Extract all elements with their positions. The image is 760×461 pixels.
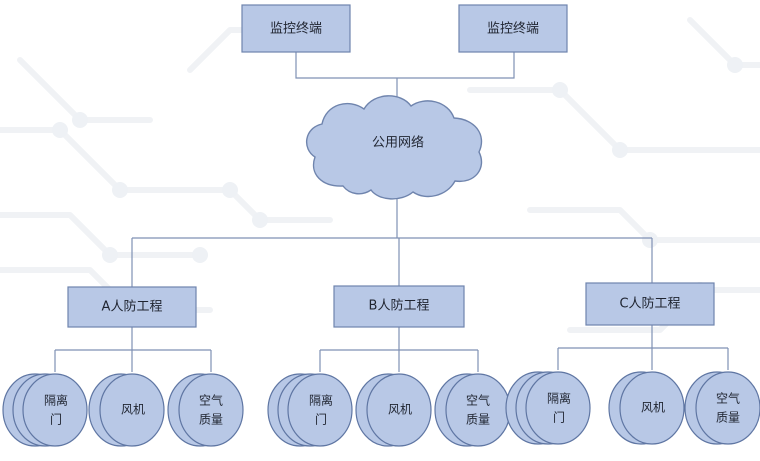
- project-a-fan: 风机: [88, 373, 165, 447]
- project-b-air-quality: 空气 质量: [434, 373, 511, 447]
- monitor-terminal-2: 监控终端: [458, 4, 568, 53]
- project-c-isolation-door-line2: 门: [553, 410, 565, 425]
- project-c-air-quality-line1: 空气: [716, 391, 740, 406]
- public-network-label: 公用网络: [372, 135, 424, 151]
- connector-lines: [54, 52, 729, 372]
- monitor-terminal-1-label: 监控终端: [270, 21, 322, 37]
- project-a-isolation-door: 隔离 门: [2, 373, 88, 447]
- project-b-fan-label: 风机: [388, 403, 412, 417]
- project-a-isolation-door-line2: 门: [50, 412, 62, 427]
- project-b-air-quality-line1: 空气: [466, 393, 490, 408]
- project-b-isolation-door-line2: 门: [315, 412, 327, 427]
- project-b-isolation-door: 隔离 门: [267, 373, 353, 447]
- project-c-isolation-door: 隔离 门: [505, 371, 591, 445]
- project-a-fan-label: 风机: [121, 403, 145, 417]
- monitor-terminal-1: 监控终端: [241, 4, 351, 53]
- project-c-isolation-door-line1: 隔离: [547, 391, 571, 406]
- project-a-label: A人防工程: [102, 299, 163, 315]
- project-b-box: B人防工程: [333, 285, 465, 328]
- project-a-air-quality: 空气 质量: [167, 373, 244, 447]
- project-c-box: C人防工程: [585, 282, 715, 326]
- project-b-air-quality-line2: 质量: [466, 413, 490, 427]
- public-network-cloud: 公用网络: [306, 95, 483, 200]
- project-b-isolation-door-line1: 隔离: [309, 393, 333, 408]
- project-c-label: C人防工程: [619, 296, 680, 312]
- project-a-air-quality-line2: 质量: [199, 413, 223, 427]
- project-a-box: A人防工程: [67, 286, 197, 328]
- project-b-label: B人防工程: [369, 298, 430, 314]
- project-b-fan: 风机: [355, 373, 432, 447]
- project-c-air-quality: 空气 质量: [684, 371, 760, 445]
- project-c-fan-label: 风机: [641, 401, 665, 415]
- project-c-air-quality-line2: 质量: [716, 411, 740, 425]
- monitor-terminal-2-label: 监控终端: [487, 21, 539, 37]
- project-a-air-quality-line1: 空气: [199, 393, 223, 408]
- project-a-isolation-door-line1: 隔离: [44, 393, 68, 408]
- project-c-fan: 风机: [608, 371, 685, 445]
